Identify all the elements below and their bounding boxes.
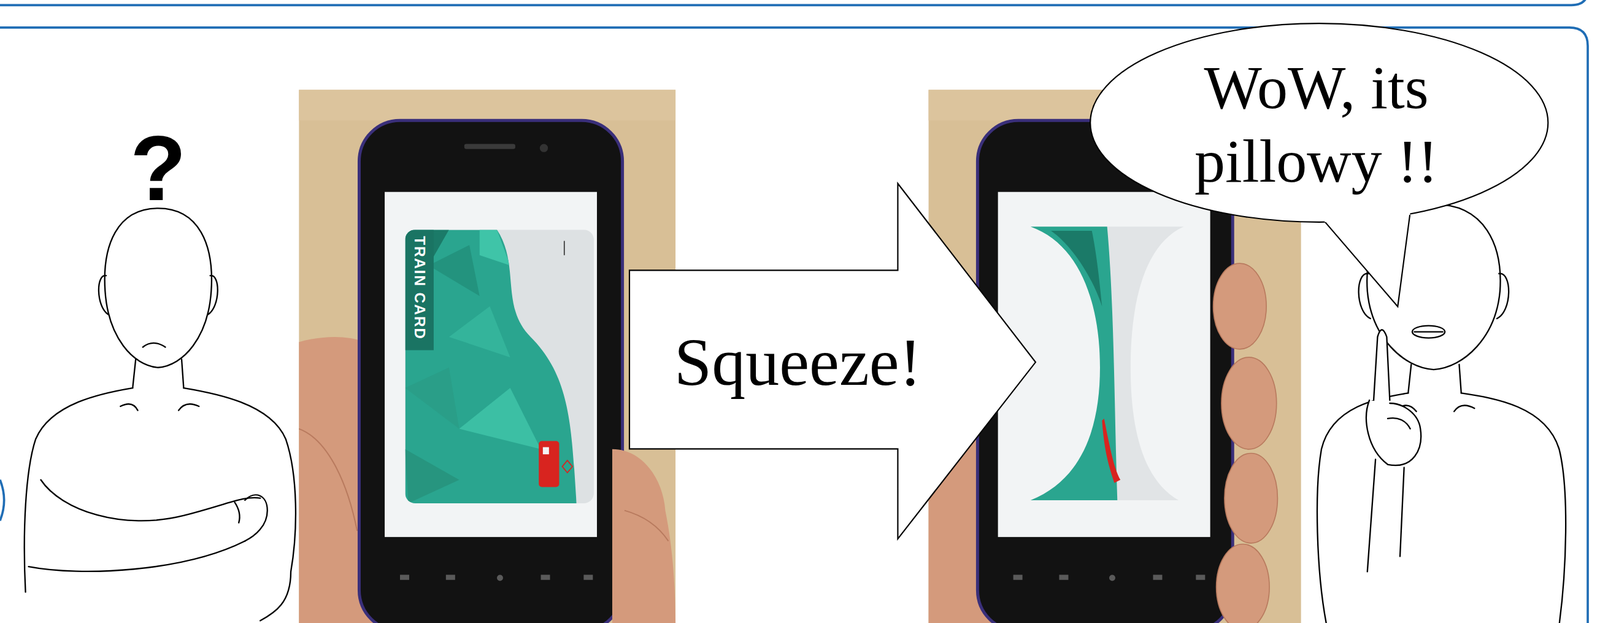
pleased-person: [1496, 273, 1509, 319]
puzzled-person: [24, 387, 133, 593]
pleased-person: [1400, 467, 1405, 557]
phone-photo-after: [1195, 574, 1205, 580]
phone-photo-before: [404, 367, 459, 429]
phone-photo-before: [541, 574, 551, 580]
bubble-tail: [1316, 206, 1412, 307]
phone-photo-before: [400, 574, 410, 580]
phone-photo-after: [1101, 418, 1121, 483]
panel-border: [0, 479, 5, 521]
phone-photo-before: [539, 144, 548, 153]
pleased-person: [1373, 329, 1391, 404]
panel-border: [0, 0, 1588, 5]
phone-photo-after: [1152, 574, 1162, 580]
bubble-ellipse: [1090, 23, 1549, 223]
pleased-person: [1358, 273, 1371, 319]
phone-photo-before: [542, 447, 550, 455]
phone-photo-after: [1221, 357, 1277, 450]
phone-photo-before: [298, 89, 676, 121]
puzzled-person: [207, 275, 218, 315]
phone-photo-before: [404, 229, 594, 504]
phone-photo-before: [298, 89, 676, 623]
puzzled-person: [120, 403, 138, 410]
pleased-person: [1414, 330, 1443, 332]
phone-photo-before: [458, 387, 541, 450]
puzzled-person: [104, 207, 212, 367]
bubble-tail: [1325, 214, 1411, 307]
phone-photo-after: [1030, 226, 1118, 500]
phone-photo-before: [404, 229, 434, 350]
phone-photo-after: [1213, 263, 1278, 623]
puzzled-person: [234, 501, 240, 523]
pleased-person: [1453, 405, 1475, 412]
puzzled-person: [178, 403, 199, 410]
panel-border: [0, 27, 1588, 623]
phone-photo-before: [479, 229, 511, 266]
phone-photo-before: [428, 244, 480, 296]
squeeze-arrow: Squeeze!: [629, 183, 1036, 539]
phone-photo-after: [1109, 574, 1116, 581]
pleased-person: [1407, 364, 1412, 394]
phone-photo-before: [404, 449, 459, 504]
pleased-person: [1458, 364, 1461, 394]
phone-photo-before: [449, 306, 511, 358]
puzzled-person: [24, 207, 296, 621]
phone-photo-before: [563, 241, 566, 256]
phone-photo-after: [1030, 226, 1184, 500]
pleased-person: [1412, 325, 1445, 339]
phone-photo-after: [1213, 263, 1267, 350]
pleased-person: [1366, 400, 1421, 466]
pleased-person: [1317, 204, 1566, 623]
phone-photo-before: [384, 192, 597, 537]
puzzled-person: [98, 275, 108, 315]
phone-photo-before: [404, 229, 594, 504]
puzzled-person: [183, 387, 296, 621]
phone-photo-after: [1224, 452, 1278, 543]
block-arrow: [629, 183, 1036, 539]
phone-photo-after: [1058, 574, 1069, 580]
phone-photo-before: [538, 441, 559, 488]
phone-photo-before: [358, 120, 623, 623]
phone-photo-before: [561, 460, 573, 473]
speech-bubble-text: WoW, its pillowy !!: [1169, 50, 1464, 199]
phone-photo-before: [404, 229, 594, 504]
phone-photo-before: [446, 574, 456, 580]
puzzled-person: [132, 358, 136, 388]
pleased-person: [1387, 417, 1411, 429]
puzzled-person: [28, 541, 246, 572]
puzzled-person: [142, 342, 166, 348]
phone-photo-before: [583, 574, 593, 580]
phone-photo-before: [400, 574, 593, 581]
phone-photo-before: [496, 574, 504, 581]
pleased-person: [1367, 458, 1376, 572]
phone-photo-before: [404, 229, 594, 504]
phone-photo-after: [1050, 230, 1102, 307]
phone-photo-after: [1013, 574, 1023, 580]
question-mark: ?: [130, 117, 187, 220]
phone-photo-after: [1013, 574, 1206, 581]
puzzled-person: [244, 494, 268, 541]
phone-photo-before: [624, 510, 669, 542]
puzzled-person: [181, 358, 184, 388]
squeeze-arrow-text: Squeeze!: [674, 323, 922, 402]
phone-photo-before: [612, 449, 676, 623]
pleased-person: [1461, 392, 1566, 623]
puzzled-person: [41, 479, 261, 521]
phone-photo-before: [298, 428, 358, 531]
speech-bubble: WoW, its pillowy !!: [1089, 22, 1549, 223]
card-title: TRAIN CARD: [411, 235, 427, 340]
phone-photo-before: [464, 144, 516, 150]
phone-photo-after: [1216, 544, 1270, 623]
